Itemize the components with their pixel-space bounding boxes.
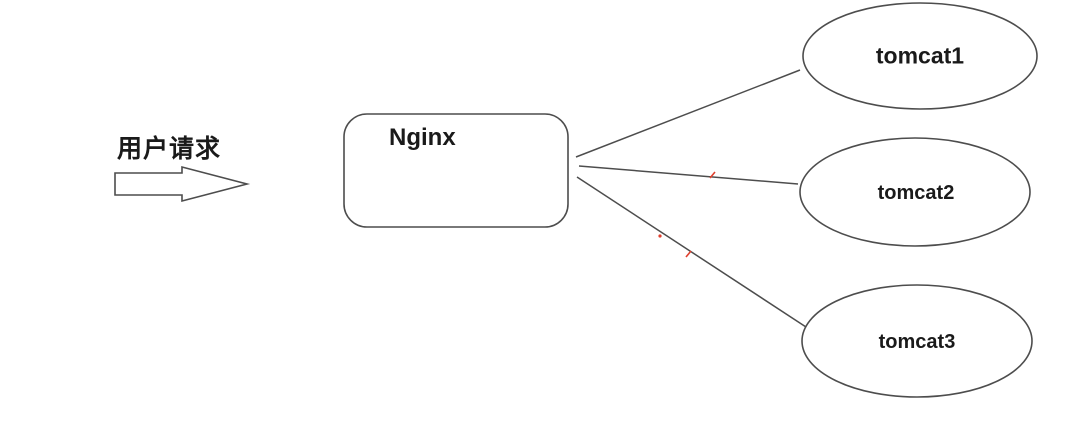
tomcat1-ellipse	[802, 2, 1038, 110]
connector-nginx-tomcat2	[578, 165, 799, 185]
red-tick-connector2-icon	[709, 171, 716, 179]
tomcat3-ellipse	[801, 284, 1033, 398]
tomcat1-label: tomcat1	[875, 42, 965, 69]
tomcat3-label: tomcat3	[878, 331, 956, 353]
tomcat2-label: tomcat2	[877, 182, 955, 204]
nginx-label: Nginx	[389, 124, 456, 151]
red-dot-connector3-icon	[658, 234, 662, 238]
block-arrow-right-icon	[114, 165, 251, 203]
tomcat2-ellipse	[799, 137, 1031, 247]
nginx-box	[343, 113, 569, 228]
red-tick-connector3-icon	[685, 250, 692, 258]
user-request-label: 用户请求	[117, 135, 222, 163]
connector-nginx-tomcat1	[575, 69, 801, 158]
connector-nginx-tomcat3	[576, 176, 807, 328]
